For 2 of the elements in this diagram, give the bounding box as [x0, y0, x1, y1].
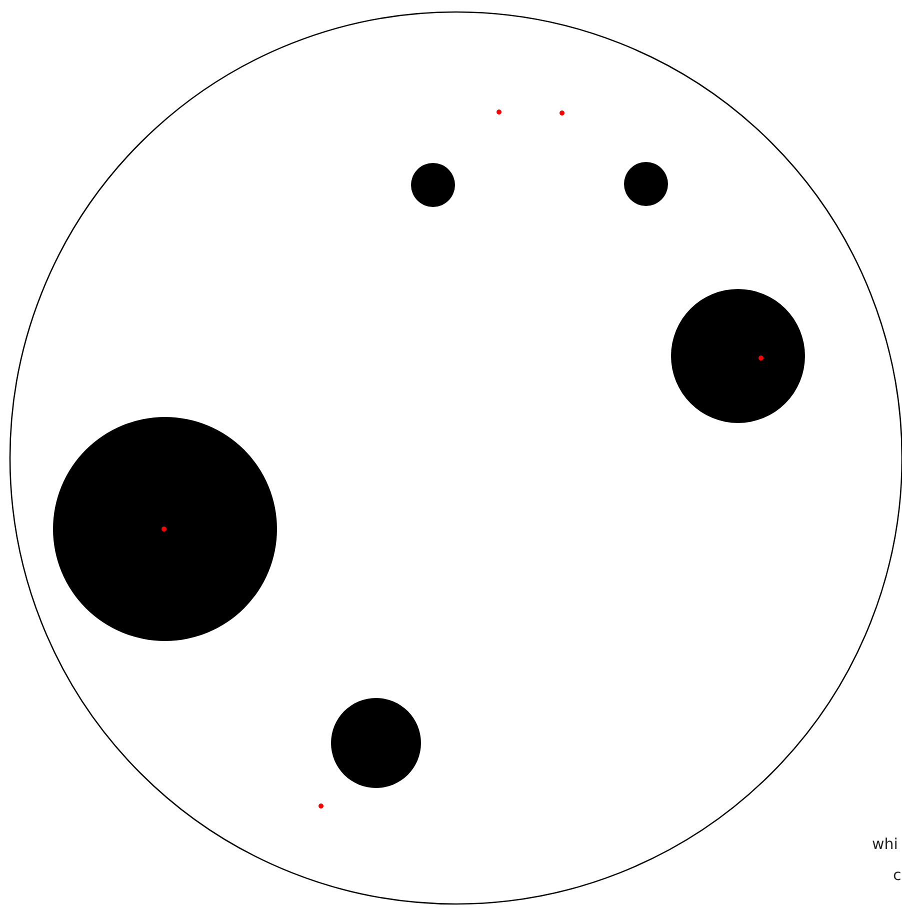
note-text: c — [893, 866, 902, 884]
note-text: whi — [872, 835, 898, 853]
